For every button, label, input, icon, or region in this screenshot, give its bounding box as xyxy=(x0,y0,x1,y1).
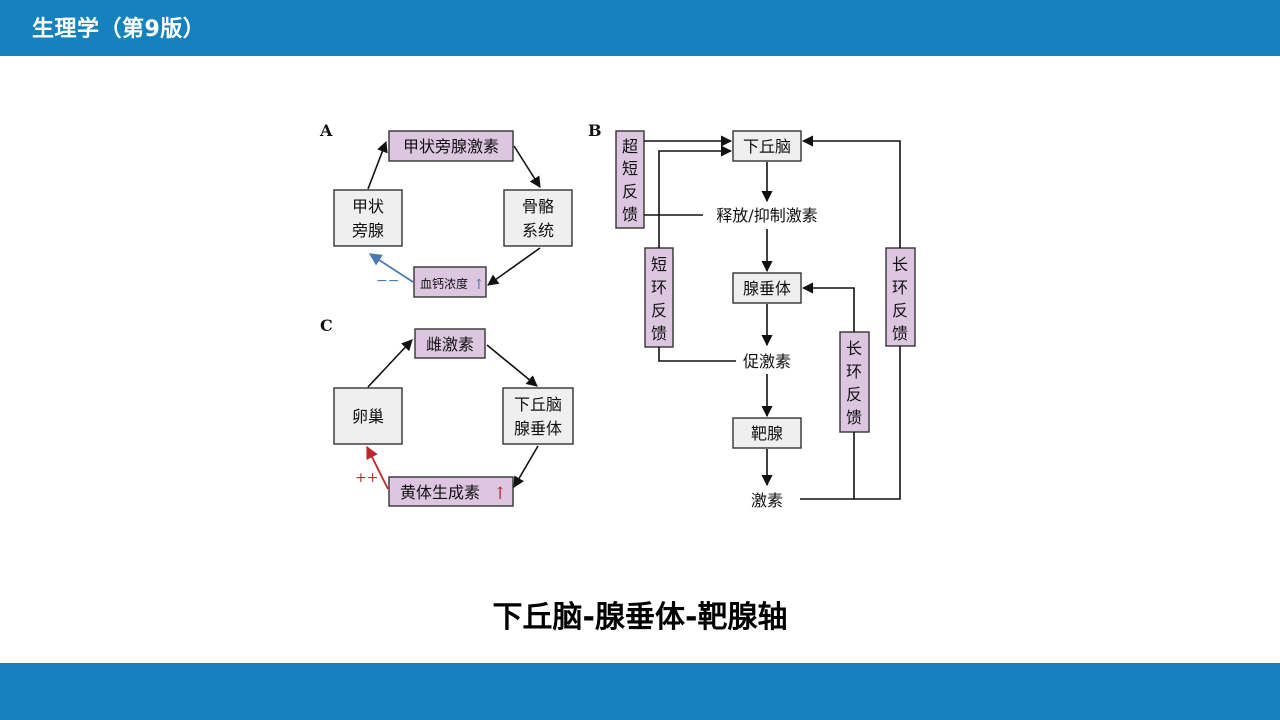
tropic-hormone-text: 促激素 xyxy=(743,352,791,371)
arrow-lh-to-ovary xyxy=(366,445,389,490)
long-inner-char-1: 长 xyxy=(846,339,862,358)
hypo-pit-text-2: 腺垂体 xyxy=(514,419,562,438)
bone-text-1: 骨骼 xyxy=(522,197,554,216)
pth-box xyxy=(388,130,514,162)
ovary-box xyxy=(333,387,403,445)
blood-calcium-up-arrow: ↑ xyxy=(473,277,485,293)
lh-box xyxy=(388,476,514,507)
arrow-parathyroid-to-pth xyxy=(367,140,388,190)
pituitary-box xyxy=(732,272,802,304)
header-bar: 生理学（第9版） xyxy=(0,0,1280,56)
short-char-3: 反 xyxy=(651,301,667,320)
pituitary-text: 腺垂体 xyxy=(743,279,791,298)
ultra-short-char-4: 馈 xyxy=(622,205,638,224)
ultra-short-char-1: 超 xyxy=(622,137,638,156)
lh-up-arrow: ↑ xyxy=(493,484,507,504)
footer-bar xyxy=(0,663,1280,720)
short-char-2: 环 xyxy=(651,278,667,297)
slide-title: 生理学（第9版） xyxy=(32,17,206,42)
panel-a-label: A xyxy=(319,121,333,140)
hormone-text: 激素 xyxy=(751,491,783,510)
panel-c-label: C xyxy=(320,316,333,335)
positive-feedback-sign: ++ xyxy=(355,470,378,486)
blood-calcium-box xyxy=(413,266,487,298)
hypothalamus-text: 下丘脑 xyxy=(743,137,791,156)
parathyroid-box xyxy=(333,189,403,247)
estrogen-box xyxy=(414,328,486,359)
long-inner-char-4: 馈 xyxy=(846,408,862,427)
ovary-text: 卵巢 xyxy=(352,407,384,426)
parathyroid-text-1: 甲状 xyxy=(352,197,384,216)
short-feedback-line-in xyxy=(658,347,736,362)
hypo-pit-text-1: 下丘脑 xyxy=(514,395,562,414)
arrow-calcium-to-parathyroid xyxy=(368,253,414,283)
long-feedback-inner-arrow xyxy=(801,282,855,332)
long-outer-char-1: 长 xyxy=(892,255,908,274)
long-feedback-inner-box xyxy=(839,331,870,433)
estrogen-text: 雌激素 xyxy=(426,335,474,354)
long-inner-char-2: 环 xyxy=(846,362,862,381)
short-char-1: 短 xyxy=(651,255,667,274)
arrow-ovary-to-estrogen xyxy=(367,339,413,388)
target-gland-text: 靶腺 xyxy=(751,424,783,443)
parathyroid-text-2: 旁腺 xyxy=(352,221,384,240)
long-feedback-outer-line-in xyxy=(854,346,901,500)
long-outer-char-4: 馈 xyxy=(892,324,908,343)
bone-box xyxy=(503,189,573,247)
ultra-short-feedback-box xyxy=(615,130,645,229)
long-feedback-inner-line-in xyxy=(800,432,855,500)
hypothalamus-box xyxy=(732,130,802,162)
long-feedback-outer-arrow xyxy=(801,135,901,248)
short-char-4: 馈 xyxy=(651,324,667,343)
hypothalamus-pituitary-box xyxy=(502,387,574,445)
pth-text: 甲状旁腺激素 xyxy=(403,137,499,156)
release-hormone-text: 释放/抑制激素 xyxy=(716,206,817,225)
arrow-pituitary-to-lh xyxy=(513,445,539,488)
lh-text: 黄体生成素 xyxy=(400,483,480,502)
panel-b-label: B xyxy=(588,121,602,140)
arrow-pth-to-bone xyxy=(513,145,541,188)
arrow-estrogen-to-hypothalamus xyxy=(486,344,538,387)
negative-feedback-sign: −− xyxy=(376,273,399,289)
long-outer-char-2: 环 xyxy=(892,278,908,297)
blood-calcium-text: 血钙浓度 xyxy=(420,276,468,291)
arrow-bone-to-calcium xyxy=(487,247,541,286)
long-outer-char-3: 反 xyxy=(892,301,908,320)
short-feedback-arrow xyxy=(658,145,733,248)
ultra-short-char-3: 反 xyxy=(622,182,638,201)
ultra-short-char-2: 短 xyxy=(622,159,638,178)
bone-text-2: 系统 xyxy=(522,221,554,240)
slide-caption: 下丘脑-腺垂体-靶腺轴 xyxy=(492,600,788,635)
long-inner-char-3: 反 xyxy=(846,385,862,404)
target-gland-box xyxy=(732,417,802,449)
